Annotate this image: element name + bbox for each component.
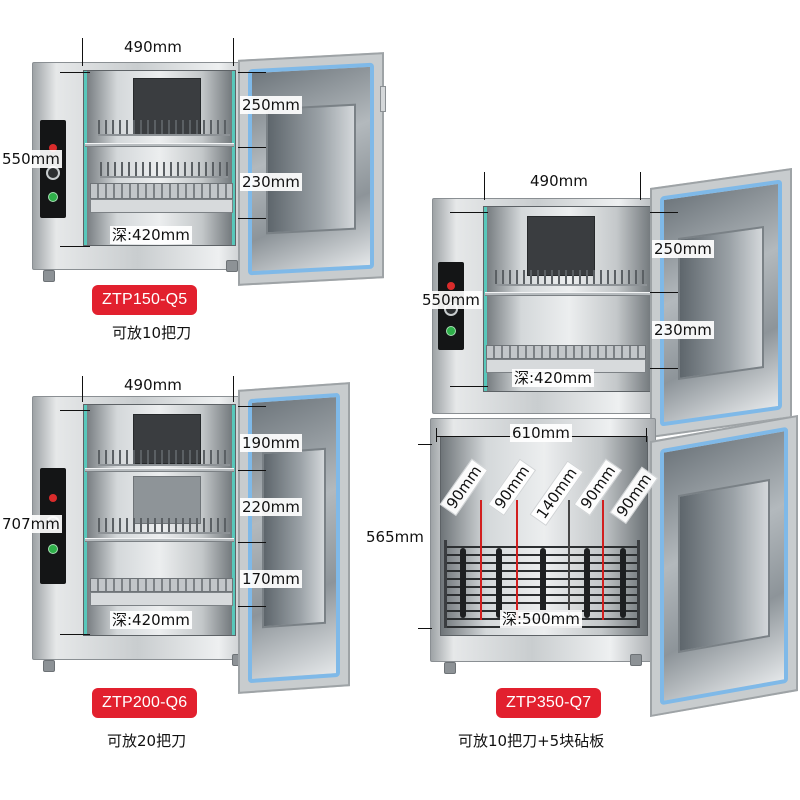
slot-divider xyxy=(480,500,482,620)
status-led-icon xyxy=(48,192,58,202)
knife-rack xyxy=(495,270,647,286)
product-ztp150-q5: 490mm 550mm 250mm 230mm 深:420mm ZTP150-Q… xyxy=(0,0,400,350)
height-dimension: 550mm xyxy=(0,150,62,168)
slot-handle xyxy=(584,548,590,618)
knife-rack xyxy=(98,120,230,136)
mid-gap-dimension: 230mm xyxy=(240,173,302,191)
door-glass xyxy=(660,426,788,706)
slot-handle xyxy=(460,548,466,618)
cabinet-door xyxy=(238,382,350,694)
capacity-caption: 可放10把刀+5块砧板 xyxy=(458,732,605,750)
power-indicator-icon xyxy=(49,144,57,152)
slot-handle xyxy=(620,548,626,618)
slot-handle xyxy=(540,548,546,618)
top-gap-dimension: 250mm xyxy=(240,96,302,114)
slot-divider xyxy=(516,500,518,620)
top-gap-dimension: 190mm xyxy=(240,434,302,452)
mid-gap-dimension: 220mm xyxy=(240,498,302,516)
foot xyxy=(43,270,55,282)
lower-depth-dimension: 深:500mm xyxy=(500,610,582,628)
shelf-upper xyxy=(85,143,234,147)
status-led-icon xyxy=(446,326,456,336)
status-led-icon xyxy=(48,544,58,554)
height-dimension: 550mm xyxy=(420,291,482,309)
basket xyxy=(486,345,646,359)
product-ztp350-q7: 490mm 550mm 250mm 230mm 深:420mm 610mm 56… xyxy=(366,0,800,800)
basket-front xyxy=(90,199,233,213)
slot-handle xyxy=(496,548,502,618)
model-badge: ZTP350-Q7 xyxy=(496,688,602,718)
foot xyxy=(43,660,55,672)
foot xyxy=(226,260,238,272)
model-badge: ZTP150-Q5 xyxy=(92,285,198,315)
upper-cabinet-door xyxy=(650,168,792,438)
slot-divider xyxy=(568,500,570,620)
slot-divider xyxy=(602,500,604,620)
power-indicator-icon xyxy=(49,494,57,502)
power-indicator-icon xyxy=(447,282,455,290)
capacity-caption: 可放10把刀 xyxy=(112,324,192,342)
foot xyxy=(444,662,456,674)
height-dimension: 707mm xyxy=(0,515,62,533)
basket xyxy=(90,578,233,592)
knife-rack xyxy=(98,450,230,466)
shelf-upper xyxy=(485,292,653,296)
lower-height-dimension: 565mm xyxy=(366,528,424,546)
depth-dimension: 深:420mm xyxy=(512,369,594,387)
width-dimension: 490mm xyxy=(124,38,182,56)
depth-dimension: 深:420mm xyxy=(110,611,192,629)
low-gap-dimension: 170mm xyxy=(240,570,302,588)
mid-gap-dimension: 230mm xyxy=(652,321,714,339)
basket-front xyxy=(90,592,233,606)
shelf-upper xyxy=(85,468,234,472)
width-dimension: 490mm xyxy=(530,172,588,190)
product-ztp200-q6: 490mm 707mm 190mm 220mm 170mm 深:420mm ZT… xyxy=(0,376,350,750)
basket xyxy=(90,183,233,199)
knife-rack-mid xyxy=(98,518,230,534)
knife-back-panel xyxy=(527,216,595,276)
knife-back-panel-mid xyxy=(133,476,201,524)
width-dimension: 490mm xyxy=(124,376,182,394)
depth-dimension: 深:420mm xyxy=(110,226,192,244)
foot xyxy=(630,654,642,666)
knife-rack-lower xyxy=(100,162,228,178)
top-gap-dimension: 250mm xyxy=(652,240,714,258)
shelf-middle xyxy=(85,538,234,542)
capacity-caption: 可放20把刀 xyxy=(107,732,187,750)
door-handle xyxy=(380,86,386,112)
lower-cabinet-door xyxy=(650,414,798,718)
model-badge: ZTP200-Q6 xyxy=(92,688,198,718)
door-glass xyxy=(660,179,782,427)
lower-width-dimension: 610mm xyxy=(510,424,572,442)
